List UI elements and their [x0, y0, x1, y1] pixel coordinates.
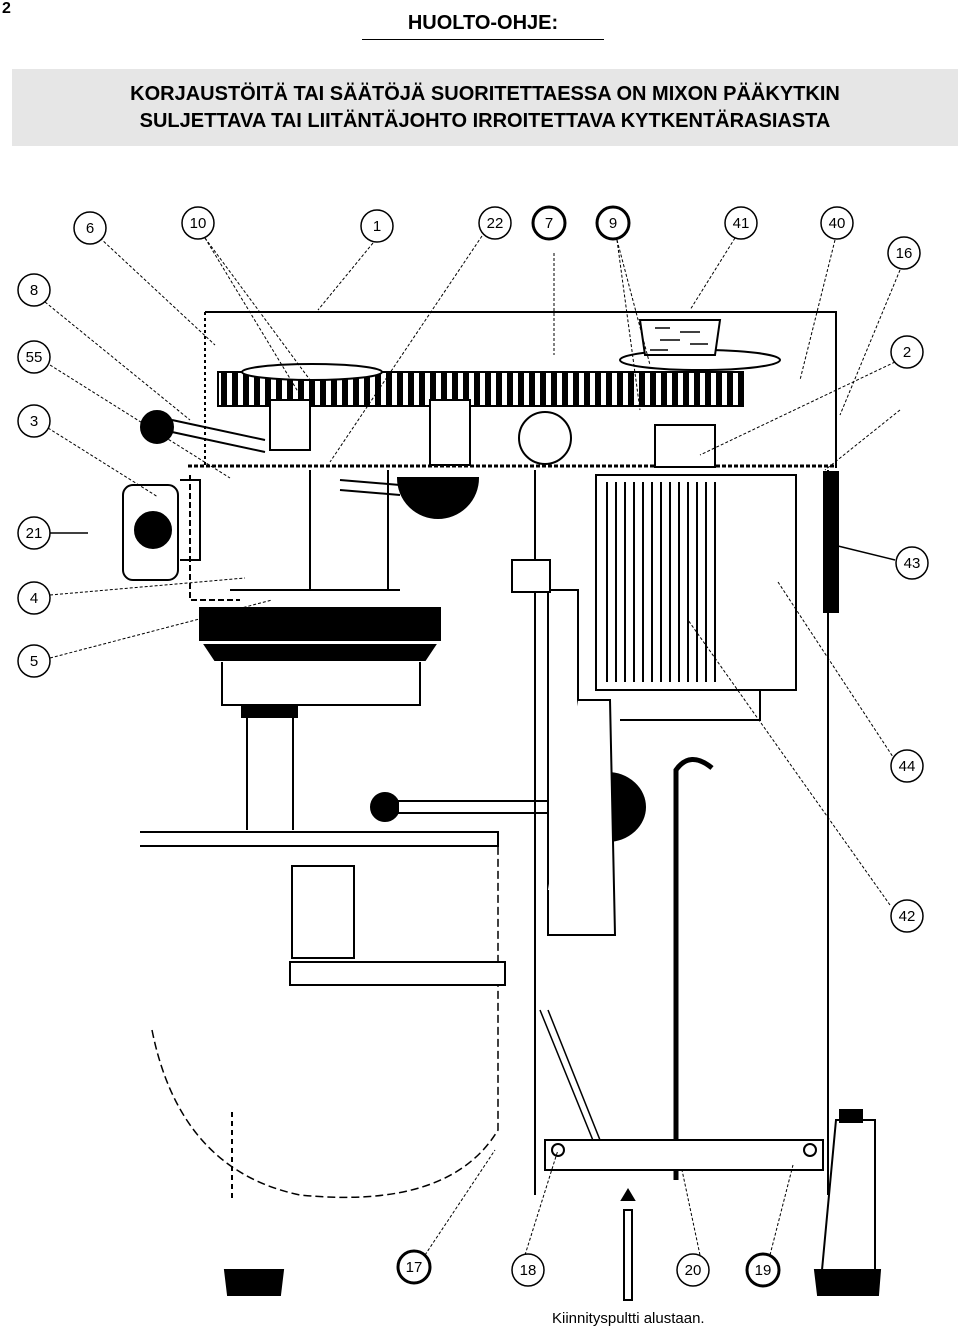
page-title: HUOLTO-OHJE: — [362, 12, 604, 40]
callout-label: 17 — [406, 1259, 423, 1276]
callout-16: 16 — [887, 236, 921, 270]
callout-55: 55 — [17, 340, 51, 374]
callout-8: 8 — [17, 273, 51, 307]
callout-label: 9 — [609, 215, 617, 232]
foot-left — [223, 1269, 285, 1296]
head-housing — [205, 311, 837, 468]
callout-label: 4 — [30, 590, 38, 607]
callout-label: 5 — [30, 653, 38, 670]
callout-10: 10 — [181, 206, 215, 240]
warning-line-2: SULJETTAVA TAI LIITÄNTÄJOHTO IRROITETTAV… — [139, 110, 831, 132]
callout-label: 55 — [26, 349, 43, 366]
bowl-guard — [291, 865, 355, 959]
callout-5: 5 — [17, 644, 51, 678]
callout-label: 20 — [685, 1262, 702, 1279]
callout-4: 4 — [17, 581, 51, 615]
callout-1: 1 — [360, 209, 394, 243]
callout-label: 16 — [896, 245, 913, 262]
page-number: 2 — [2, 0, 11, 17]
knob-3 — [140, 410, 174, 444]
callout-label: 1 — [373, 218, 381, 235]
bowl — [151, 846, 499, 1199]
callout-21: 21 — [17, 516, 51, 550]
callout-label: 10 — [190, 215, 207, 232]
bowl-ring — [199, 607, 441, 641]
callout-label: 6 — [86, 220, 94, 237]
attachment-hub-knob — [396, 477, 480, 519]
callout-label: 43 — [904, 555, 921, 572]
base-foot-right — [820, 1119, 876, 1271]
leader-43 — [837, 545, 896, 561]
callouts: 6 10 1 22 7 9 41 40 16 8 55 2 3 21 43 4 … — [17, 205, 929, 1288]
callout-label: 22 — [487, 215, 504, 232]
lift-lever-knob — [370, 792, 400, 822]
callout-label: 2 — [903, 344, 911, 361]
anchor-bolt-caption: Kiinnityspultti alustaan. — [552, 1310, 705, 1327]
callout-42: 42 — [890, 899, 924, 933]
callout-40: 40 — [820, 206, 854, 240]
callout-17: 17 — [396, 1249, 432, 1285]
speed-knob-housing — [122, 484, 179, 581]
safety-warning-box: KORJAUSTÖITÄ TAI SÄÄTÖJÄ SUORITETTAESSA … — [12, 69, 958, 146]
foot-right — [813, 1269, 882, 1296]
callout-20: 20 — [676, 1253, 710, 1287]
callout-label: 40 — [829, 215, 846, 232]
callout-label: 44 — [899, 758, 916, 775]
callout-6: 6 — [73, 211, 107, 245]
callout-label: 19 — [755, 1262, 772, 1279]
idler-pulley — [518, 411, 572, 465]
callout-2: 2 — [890, 335, 924, 369]
callout-label: 18 — [520, 1262, 537, 1279]
anchor-bolt-arrow — [620, 1188, 636, 1201]
base-plate — [544, 1139, 824, 1171]
machine-drawing — [122, 311, 882, 1301]
callout-22: 22 — [478, 206, 512, 240]
speed-knob — [134, 511, 172, 549]
lift-rod — [673, 757, 714, 1180]
callout-label: 8 — [30, 282, 38, 299]
callout-label: 3 — [30, 413, 38, 430]
anchor-bolt — [623, 1209, 633, 1301]
warning-line-1: KORJAUSTÖITÄ TAI SÄÄTÖJÄ SUORITETTAESSA … — [130, 83, 840, 105]
callout-44: 44 — [890, 749, 924, 783]
callout-7: 7 — [531, 205, 567, 241]
callout-label: 21 — [26, 525, 43, 542]
callout-9: 9 — [595, 205, 631, 241]
leader-lines — [44, 235, 901, 1256]
callout-3: 3 — [17, 404, 51, 438]
callout-19: 19 — [745, 1252, 781, 1288]
control-box — [823, 471, 839, 613]
callout-18: 18 — [511, 1253, 545, 1287]
planetary-housing — [230, 470, 400, 591]
callout-label: 7 — [545, 215, 553, 232]
callout-label: 42 — [899, 908, 916, 925]
callout-43: 43 — [895, 546, 929, 580]
callout-41: 41 — [724, 206, 758, 240]
callout-label: 41 — [733, 215, 750, 232]
